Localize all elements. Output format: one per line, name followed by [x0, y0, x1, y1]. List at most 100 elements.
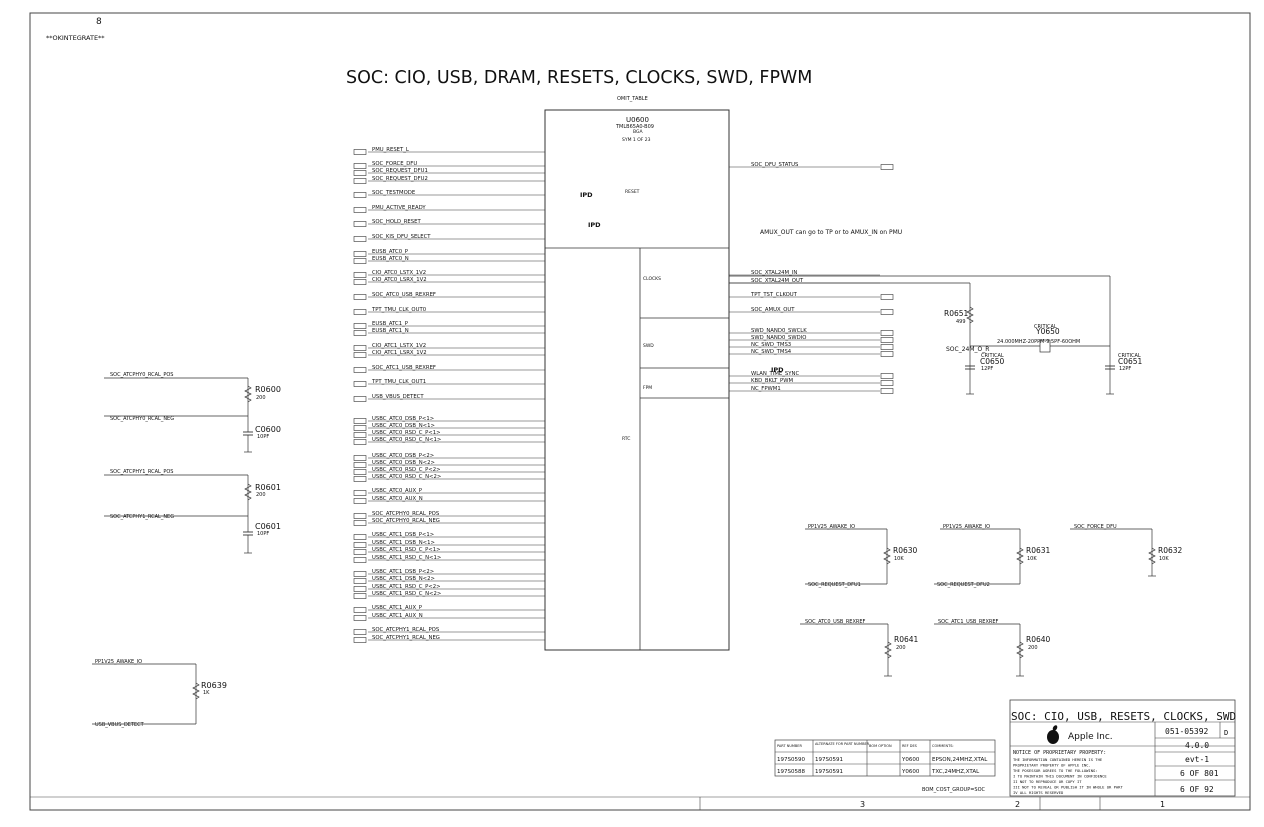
offpage-connector [353, 367, 367, 373]
bom-r0-c4: EPSON,24MHZ,XTAL [932, 757, 988, 763]
bom-h2: BOM OPTION [869, 744, 892, 748]
net-atcphy1-neg: SOC_ATCPHY1_RCAL_NEG [110, 514, 174, 520]
sheet-border [29, 12, 1251, 811]
offpage-connector [353, 542, 367, 548]
offpage-connector [353, 178, 367, 184]
offpage-connector [353, 586, 367, 592]
left-net-label: USBC_ATC1_RSD_C_N<2> [372, 591, 441, 597]
left-net-label: CIO_ATC0_LSTX_1V2 [372, 270, 426, 276]
offpage-connector [353, 629, 367, 635]
tb-notice-lines: THE INFORMATION CONTAINED HEREIN IS THEP… [1013, 757, 1123, 795]
zone-1: 1 [1160, 800, 1165, 809]
vbus-detect-circuit: PP1V25_AWAKE_IO R0639 1K USB_VBUS_DETECT [92, 659, 227, 728]
left-net-label: USBC_ATC0_DSB_N<1> [372, 423, 435, 429]
left-net-group: PMU_RESET_L SOC_FORCE_DFUSOC_REQUEST_DFU1… [353, 147, 545, 643]
page-title: SOC: CIO, USB, DRAM, RESETS, CLOCKS, SWD… [346, 68, 812, 88]
bom-h3: REF DES [902, 744, 918, 748]
bom-r1-c4: TXC,24MHZ,XTAL [931, 769, 980, 775]
left-net-label: EUSB_ATC1_P [372, 321, 409, 327]
title-block: SOC: CIO, USB, RESETS, CLOCKS, SWD Apple… [1009, 699, 1236, 797]
offpage-connector [353, 294, 367, 300]
r0631-val: 10K [1027, 556, 1037, 562]
tb-notice-line: III NOT TO REVEAL OR PUBLISH IT IN WHOLE… [1013, 785, 1123, 790]
left-net-label: PMU_RESET_L [372, 147, 409, 153]
section-clocks: CLOCKS [643, 276, 661, 282]
left-net-label: USBC_ATC1_AUX_N [372, 613, 423, 619]
offpage-connector [880, 337, 894, 343]
right-net-label: SWD_NAND0_SWDIO [751, 335, 806, 341]
offpage-connector [353, 418, 367, 424]
soc-refdes: U0600 [626, 116, 649, 124]
net-req-dfu2: SOC_REQUEST_DFU2 [937, 582, 990, 588]
left-net-label: SOC_FORCE_DFU [372, 161, 417, 167]
offpage-connector [353, 345, 367, 351]
offpage-connector [353, 323, 367, 329]
r0639-ref: R0639 [201, 681, 227, 690]
left-net-label: USBC_ATC0_RSD_C_P<1> [372, 430, 441, 436]
c0600-val: 10PF [257, 434, 269, 440]
left-net-label: USBC_ATC0_DSB_N<2> [372, 460, 435, 466]
left-net-label: SOC_ATC1_USB_REXREF [372, 365, 436, 371]
left-net-label: USBC_ATC0_RSD_C_P<2> [372, 467, 441, 473]
r0640-val: 200 [1028, 645, 1038, 651]
tb-notice-line: I TO MAINTAIN THIS DOCUMENT IN CONFIDENC… [1013, 774, 1107, 779]
tb-sheet: 6 OF 92 [1180, 785, 1214, 794]
left-net-label: USBC_ATC1_AUX_P [372, 605, 423, 611]
left-net-label: USBC_ATC1_RSD_C_P<1> [372, 547, 441, 553]
soc-block [544, 109, 730, 651]
right-net-label: SOC_AMUX_OUT [751, 307, 795, 313]
c0600-ref: C0600 [255, 425, 281, 434]
offpage-connector [353, 557, 367, 563]
left-net-label: USBC_ATC1_DSB_P<2> [372, 569, 434, 575]
r0632-ref: R0632 [1158, 546, 1183, 555]
left-net-label: USBC_ATC0_RSD_C_N<2> [372, 474, 441, 480]
soc-sym: SYM 1 OF 23 [622, 137, 651, 143]
offpage-connector [353, 578, 367, 584]
offpage-connector [353, 520, 367, 526]
bom-h4: COMMENTS: [932, 744, 954, 748]
bom-group: BOM_COST_GROUP=SOC [922, 787, 986, 793]
r0651-val: 499 [956, 319, 966, 325]
offpage-connector [353, 549, 367, 555]
left-net-label: CIO_ATC1_LSTX_1V2 [372, 343, 426, 349]
offpage-connector [353, 251, 367, 257]
right-net-label: KBD_BKLT_PWM [751, 378, 793, 384]
net-req-dfu1: SOC_REQUEST_DFU1 [808, 582, 861, 588]
left-net-label: EUSB_ATC0_P [372, 249, 409, 255]
rcal-atcphy1: SOC_ATCPHY1_RCAL_POS R0601 200 SOC_ATCPH… [104, 469, 281, 554]
offpage-connector [353, 607, 367, 613]
c0601-ref: C0601 [255, 522, 281, 531]
r0632-val: 10K [1159, 556, 1169, 562]
zone-label-top: 8 [96, 17, 102, 27]
net-atcphy1-pos: SOC_ATCPHY1_RCAL_POS [110, 469, 173, 475]
tb-size: D [1224, 729, 1228, 737]
r0639-val: 1K [203, 690, 210, 696]
zone-2: 2 [1015, 800, 1020, 809]
tb-notice-line: THE INFORMATION CONTAINED HEREIN IS THE [1013, 757, 1103, 762]
left-net-label: SOC_REQUEST_DFU1 [372, 168, 428, 174]
amux-note: AMUX_OUT can go to TP or to AMUX_IN on P… [760, 229, 902, 236]
left-net-label: SOC_ATCPHY1_RCAL_POS [372, 627, 440, 633]
offpage-connector [353, 396, 367, 402]
right-net-label: SWD_NAND0_SWCLK [751, 328, 807, 334]
tb-revision: 4.0.0 [1185, 741, 1209, 750]
tb-notice-head: NOTICE OF PROPRIETARY PROPERTY: [1013, 750, 1106, 756]
zone-3: 3 [860, 800, 865, 809]
offpage-connector [353, 593, 367, 599]
offpage-connector [353, 534, 367, 540]
left-net-label: EUSB_ATC1_N [372, 328, 409, 334]
net-atcphy0-neg: SOC_ATCPHY0_RCAL_NEG [110, 416, 174, 422]
offpage-connector [353, 381, 367, 387]
crystal-circuit: R0651 499 SOC_24M_O_R CRITICAL Y0650 24.… [729, 275, 1143, 395]
left-net-label: SOC_ATCPHY0_RCAL_POS [372, 511, 440, 517]
r0630-ref: R0630 [893, 546, 918, 555]
left-net-label: SOC_HOLD_RESET [372, 219, 421, 225]
c0650-val: 12PF [981, 366, 993, 372]
rcal-atcphy0: SOC_ATCPHY0_RCAL_POS R0600 200 SOC_ATCPH… [104, 372, 281, 453]
offpage-connector [880, 309, 894, 315]
left-net-label: USBC_ATC0_AUX_P [372, 488, 423, 494]
bom-r1-c0: 197S0588 [777, 769, 805, 775]
c0651-critical: CRITICAL [1118, 353, 1141, 359]
y0650-critical: CRITICAL [1034, 324, 1057, 330]
left-net-label: SOC_KIS_DFU_SELECT [372, 234, 431, 240]
